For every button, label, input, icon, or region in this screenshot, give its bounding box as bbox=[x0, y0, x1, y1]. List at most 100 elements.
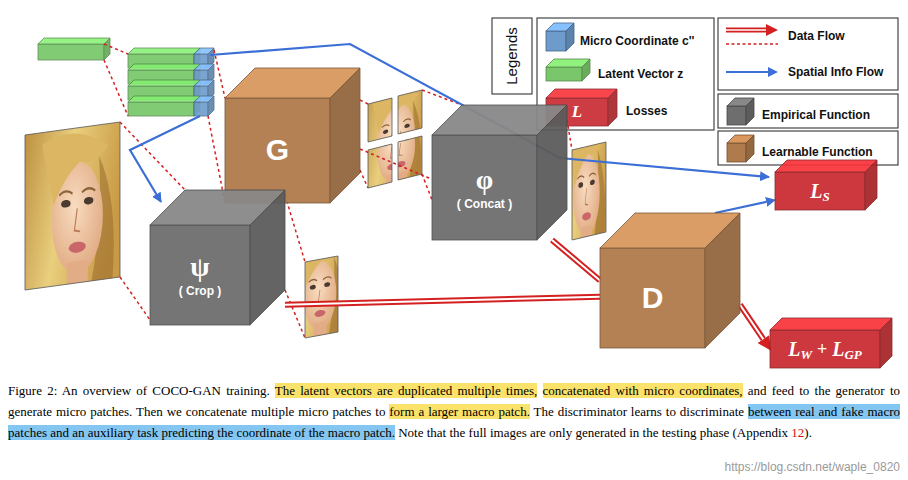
photo-border bbox=[368, 98, 392, 142]
concat-cube: φ ( Concat ) bbox=[432, 105, 567, 240]
neck bbox=[386, 173, 392, 188]
brow bbox=[577, 175, 584, 179]
data-flow-dotted bbox=[285, 195, 305, 262]
data-flow-dotted bbox=[104, 44, 128, 54]
data-flow-sample bbox=[726, 28, 766, 33]
node-label: ( Concat ) bbox=[457, 198, 512, 212]
data-flow-dotted bbox=[360, 100, 368, 104]
box-top bbox=[128, 80, 200, 86]
discriminator-cube: D bbox=[600, 213, 740, 348]
box-top bbox=[128, 64, 200, 70]
legend-swatch bbox=[545, 22, 576, 53]
hair bbox=[398, 90, 422, 134]
subscript: GP bbox=[844, 348, 861, 363]
node-label: + bbox=[817, 339, 827, 360]
legend-text: Empirical Function bbox=[762, 108, 870, 122]
box-front bbox=[38, 44, 104, 60]
loss-bar: LW+LGP bbox=[770, 318, 892, 368]
box-front bbox=[225, 98, 330, 203]
connector-line bbox=[740, 305, 763, 339]
spatial-info-sample bbox=[726, 71, 768, 73]
box-front bbox=[194, 102, 208, 116]
box-top bbox=[546, 89, 617, 98]
box-top bbox=[38, 38, 110, 44]
box-side bbox=[330, 68, 360, 203]
legend-frame bbox=[718, 94, 898, 128]
data-flow-dotted bbox=[285, 290, 305, 338]
box-side bbox=[104, 38, 110, 60]
eye bbox=[578, 182, 583, 189]
box-top bbox=[770, 318, 892, 330]
connector bbox=[740, 305, 763, 339]
eye bbox=[61, 199, 71, 208]
lips bbox=[582, 211, 591, 221]
photo-border bbox=[305, 256, 338, 338]
box-top bbox=[775, 160, 877, 172]
legend-swatch bbox=[726, 97, 755, 126]
face-photo bbox=[20, 114, 125, 300]
node-label: D bbox=[642, 281, 664, 316]
figure-caption: Figure 2: An overview of COCO-GAN traini… bbox=[8, 380, 900, 443]
legend-frame bbox=[718, 18, 898, 90]
fringe bbox=[398, 90, 418, 132]
generator-cube: G bbox=[225, 68, 360, 203]
eye bbox=[383, 129, 388, 134]
cube-shape bbox=[600, 213, 740, 348]
eye bbox=[404, 123, 409, 128]
legend-text: Latent Vector z bbox=[598, 67, 683, 81]
box-3d bbox=[546, 89, 617, 126]
box-front bbox=[600, 248, 705, 348]
box-top bbox=[128, 48, 200, 54]
box-side bbox=[537, 105, 567, 240]
connector-line-inner bbox=[285, 297, 600, 305]
hair bbox=[398, 136, 422, 180]
connector bbox=[360, 149, 432, 179]
connector-line-inner bbox=[740, 305, 763, 339]
connector-line bbox=[360, 149, 432, 179]
data-flow-dotted bbox=[120, 122, 185, 190]
brow bbox=[403, 118, 410, 122]
data-flow-dotted bbox=[104, 60, 128, 116]
node-label: φ bbox=[476, 164, 493, 196]
brow bbox=[59, 191, 72, 196]
node-label: L bbox=[788, 338, 800, 361]
legend-text: Learnable Function bbox=[762, 145, 873, 159]
box-3d bbox=[727, 98, 754, 125]
box-side bbox=[746, 98, 754, 125]
brow bbox=[589, 173, 596, 177]
legend-text: Data Flow bbox=[788, 29, 845, 43]
nose bbox=[399, 143, 402, 156]
box-side bbox=[880, 318, 892, 368]
box-front bbox=[727, 143, 746, 162]
photo-border bbox=[398, 136, 422, 180]
brow bbox=[382, 124, 389, 128]
box-side bbox=[582, 59, 590, 81]
watermark: https://blog.csdn.net/waple_0820 bbox=[725, 461, 900, 475]
box-front bbox=[770, 330, 880, 368]
photo-border bbox=[25, 122, 120, 290]
spatial-info-line bbox=[130, 116, 200, 202]
cube-shape bbox=[225, 68, 360, 203]
box-front bbox=[432, 135, 537, 240]
subscript: W bbox=[800, 348, 812, 363]
eye bbox=[324, 282, 330, 288]
connector bbox=[715, 202, 766, 213]
legend-swatch bbox=[724, 22, 780, 50]
arrow-head bbox=[768, 67, 778, 77]
legend-heading: Legends bbox=[503, 27, 520, 85]
box-3d bbox=[600, 213, 740, 348]
photo-border bbox=[398, 90, 422, 134]
connector-line bbox=[552, 240, 600, 281]
lips bbox=[69, 241, 86, 254]
box-3d bbox=[128, 96, 200, 116]
photo-border bbox=[368, 144, 392, 188]
box-front bbox=[546, 67, 582, 81]
connector-line bbox=[285, 297, 600, 305]
legend-swatch bbox=[724, 60, 780, 84]
box-side bbox=[566, 23, 574, 51]
box-3d bbox=[194, 96, 214, 116]
box-side bbox=[705, 213, 740, 348]
illustration-group bbox=[20, 18, 898, 348]
node-text: D bbox=[600, 248, 705, 348]
